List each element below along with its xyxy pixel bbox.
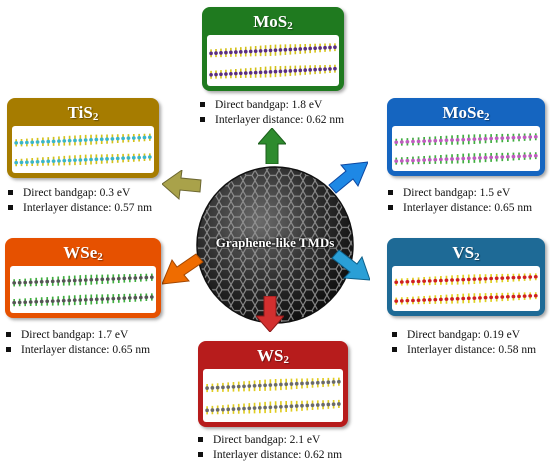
card-title: VS <box>452 243 475 262</box>
properties-vs2: Direct bandgap: 0.19 eV Interlayer dista… <box>392 328 536 358</box>
card-title: TiS <box>67 103 93 122</box>
properties-mos2: Direct bandgap: 1.8 eV Interlayer distan… <box>200 98 344 128</box>
interlayer-text: Interlayer distance: 0.65 nm <box>6 343 150 358</box>
interlayer-text: Interlayer distance: 0.62 nm <box>198 448 342 463</box>
card-tis2: TiS2 <box>7 98 159 178</box>
crystal-structure-image <box>203 369 343 422</box>
properties-wse2: Direct bandgap: 1.7 eV Interlayer distan… <box>6 328 150 358</box>
hub-label: Graphene-like TMDs <box>215 235 335 250</box>
interlayer-text: Interlayer distance: 0.65 nm <box>388 201 532 216</box>
properties-ws2: Direct bandgap: 2.1 eV Interlayer distan… <box>198 433 342 463</box>
arrow-up-right-icon <box>328 161 368 194</box>
card-title: MoS <box>253 12 288 31</box>
crystal-structure-image <box>12 126 154 173</box>
card-title: WSe <box>63 243 98 262</box>
card-wse2: WSe2 <box>5 238 161 318</box>
card-ws2: WS2 <box>198 341 348 427</box>
interlayer-text: Interlayer distance: 0.58 nm <box>392 343 536 358</box>
arrow-down-left-icon <box>162 253 204 285</box>
card-mos2: MoS2 <box>202 7 344 91</box>
card-title: WS <box>257 346 284 365</box>
crystal-structure-image <box>10 266 156 313</box>
bandgap-text: Direct bandgap: 1.5 eV <box>388 186 532 201</box>
bandgap-text: Direct bandgap: 2.1 eV <box>198 433 342 448</box>
bandgap-text: Direct bandgap: 1.8 eV <box>200 98 344 113</box>
crystal-structure-image <box>392 126 540 171</box>
crystal-structure-image <box>207 35 339 86</box>
arrow-up-icon <box>258 128 286 164</box>
bandgap-text: Direct bandgap: 0.19 eV <box>392 328 536 343</box>
card-title: MoSe <box>442 103 485 122</box>
card-mose2: MoSe2 <box>387 98 545 176</box>
bandgap-text: Direct bandgap: 1.7 eV <box>6 328 150 343</box>
arrow-left-icon <box>162 170 202 201</box>
card-vs2: VS2 <box>387 238 545 316</box>
arrow-down-icon <box>256 296 284 332</box>
interlayer-text: Interlayer distance: 0.62 nm <box>200 113 344 128</box>
properties-mose2: Direct bandgap: 1.5 eV Interlayer distan… <box>388 186 532 216</box>
crystal-structure-image <box>392 266 540 311</box>
arrow-down-right-icon <box>331 249 370 281</box>
graphene-sphere-icon <box>196 166 354 324</box>
properties-tis2: Direct bandgap: 0.3 eV Interlayer distan… <box>8 186 152 216</box>
bandgap-text: Direct bandgap: 0.3 eV <box>8 186 152 201</box>
interlayer-text: Interlayer distance: 0.57 nm <box>8 201 152 216</box>
